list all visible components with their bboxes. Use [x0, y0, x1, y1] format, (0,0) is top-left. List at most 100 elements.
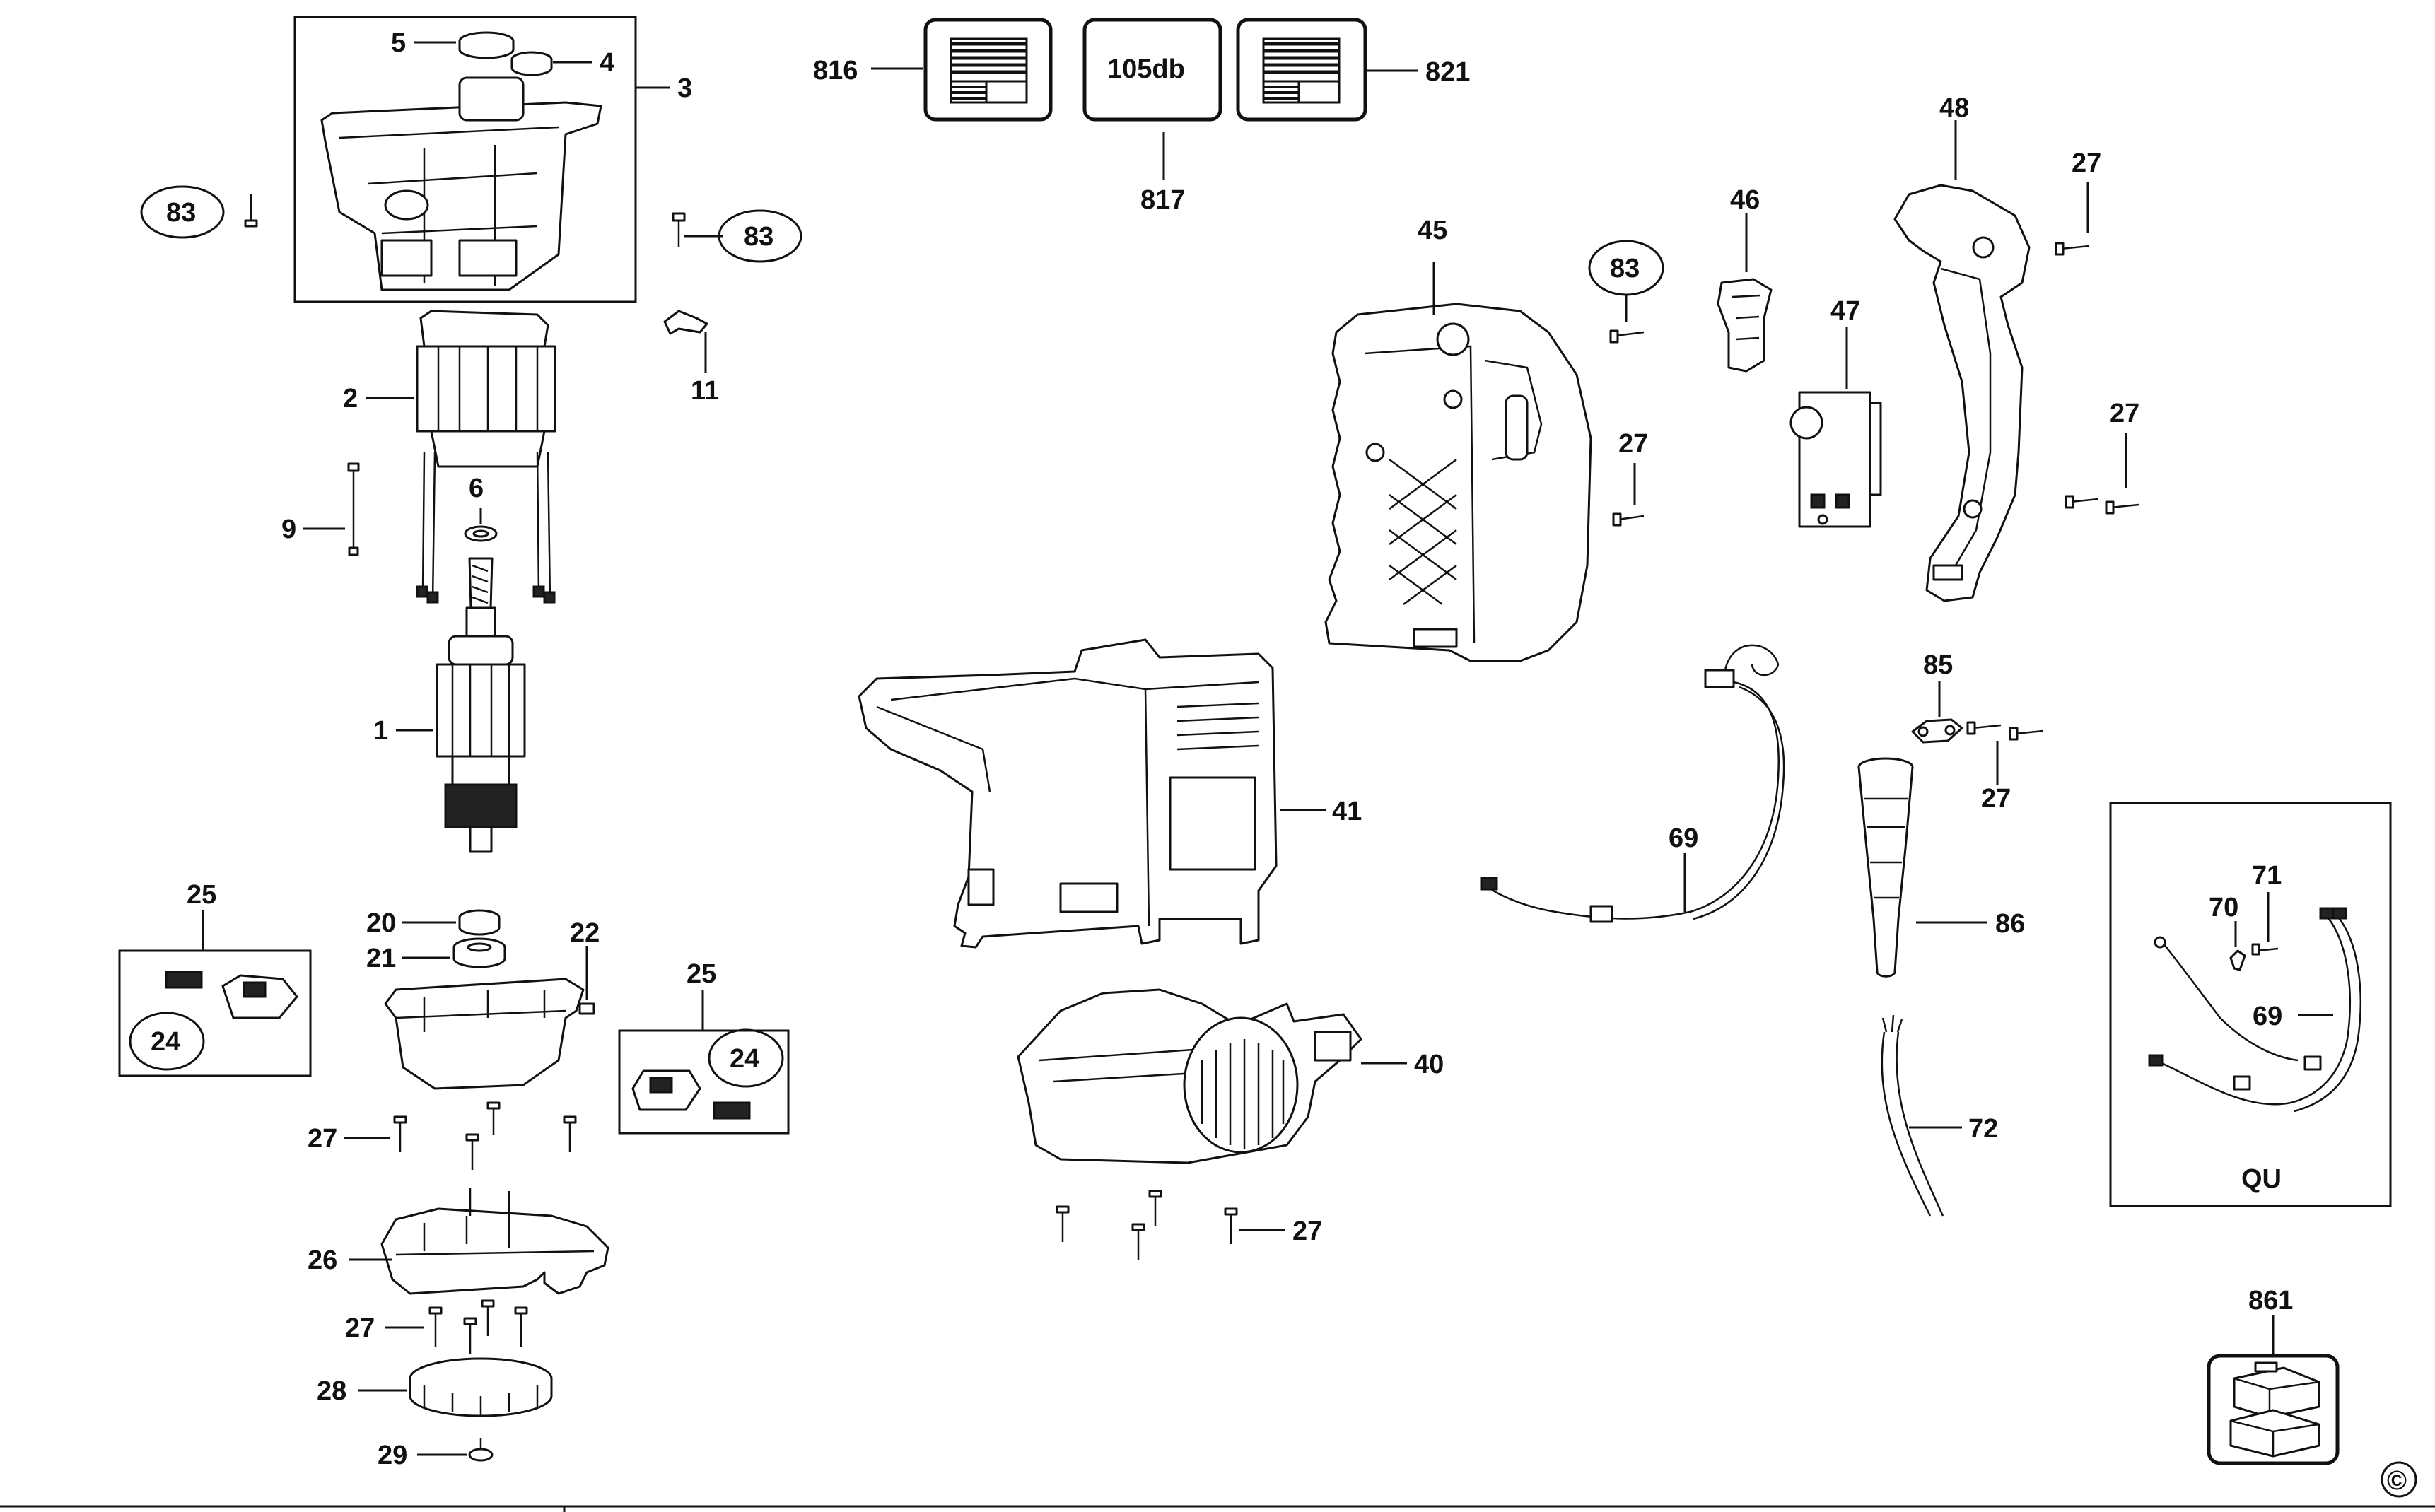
callout-26: 26 — [308, 1246, 337, 1275]
part-83-screw-right — [672, 212, 686, 247]
callout-6: 6 — [469, 474, 484, 503]
copyright-circle — [2381, 1461, 2417, 1498]
callout-861: 861 — [2248, 1286, 2293, 1315]
callout-25-left: 25 — [187, 880, 216, 910]
callout-817: 817 — [1140, 185, 1185, 215]
qu-kit-wiring — [2148, 907, 2361, 1113]
callout-40: 40 — [1414, 1050, 1444, 1079]
part-28-ring — [409, 1357, 553, 1417]
circle-24-right — [708, 1028, 784, 1088]
callout-27-f: 27 — [1292, 1217, 1322, 1246]
callout-20: 20 — [366, 908, 396, 938]
circle-24-left — [129, 1012, 205, 1071]
part-27-screw-upper-right — [2055, 242, 2090, 256]
callout-72: 72 — [1968, 1114, 1998, 1144]
callout-83-right: 83 — [744, 222, 773, 252]
part-4-bearing — [510, 51, 553, 76]
copyright-mark: © — [2387, 1466, 2407, 1496]
callout-48: 48 — [1939, 93, 1969, 123]
part-29-screw — [468, 1438, 494, 1462]
part-25-brush-holder-right — [631, 1069, 751, 1120]
callout-71: 71 — [2252, 861, 2282, 891]
callout-85: 85 — [1923, 650, 1953, 680]
part-2-stator — [416, 310, 556, 604]
callout-816: 816 — [813, 56, 858, 86]
part-46-trigger — [1717, 278, 1773, 373]
callout-24-left: 24 — [151, 1027, 180, 1057]
callout-45: 45 — [1418, 216, 1447, 245]
part-27-screws-clamp — [1966, 721, 2044, 741]
part-22-brush-ring — [384, 978, 595, 1090]
part-816-label-art — [950, 37, 1028, 104]
qu-kit-frame — [2109, 802, 2392, 1207]
callout-27-a: 27 — [308, 1124, 337, 1154]
callout-41: 41 — [1332, 797, 1362, 826]
noise-label-text: 105db — [1107, 54, 1185, 84]
callout-4: 4 — [600, 48, 614, 78]
part-27-screws-row3 — [1056, 1190, 1238, 1260]
part-27-screws-row2 — [428, 1299, 528, 1354]
callout-47: 47 — [1830, 296, 1860, 326]
qu-kit-label: QU — [2241, 1164, 2282, 1194]
part-83-screw-left — [244, 194, 258, 228]
part-47-switch — [1789, 391, 1882, 528]
part-72-cable — [1881, 1014, 1944, 1217]
part-83-screw-mid — [1609, 329, 1645, 344]
part-45-housing — [1324, 303, 1592, 662]
callout-69-main: 69 — [1669, 824, 1698, 853]
callout-25-right: 25 — [687, 959, 716, 989]
part-25-frame-left — [118, 949, 312, 1077]
callout-27-g: 27 — [1981, 784, 2011, 814]
part-85-clamp — [1911, 718, 1963, 744]
callout-69-qu: 69 — [2253, 1002, 2282, 1031]
part-11-clip — [663, 310, 708, 335]
callout-2: 2 — [343, 384, 358, 414]
part-817-label — [1082, 18, 1222, 122]
part-48-handle-half — [1893, 184, 2031, 602]
callout-27-b: 27 — [345, 1313, 375, 1343]
part-27-screws-right-pair — [2065, 495, 2139, 515]
part-27-screws-row1 — [393, 1101, 577, 1170]
part-27-screw-mid — [1612, 512, 1645, 527]
part-821-label-art — [1262, 37, 1341, 104]
callout-83-left: 83 — [166, 198, 196, 228]
part-25-brush-holder-left — [165, 971, 298, 1019]
callout-27-c: 27 — [1618, 429, 1648, 459]
circle-83-right — [718, 209, 802, 263]
callout-3: 3 — [677, 74, 692, 103]
part-41-main-housing — [858, 638, 1278, 949]
callout-9: 9 — [281, 515, 296, 544]
part-5-bearing — [458, 31, 515, 59]
part-40-bottom-cover — [1017, 988, 1362, 1164]
callout-821: 821 — [1425, 57, 1470, 87]
callout-86: 86 — [1995, 909, 2025, 939]
part-9-screw — [347, 462, 360, 556]
circle-83-left — [140, 185, 225, 239]
part-26-brush-plate — [380, 1188, 609, 1295]
part-3-gear-housing — [320, 76, 602, 291]
part-20-bearing — [458, 909, 501, 936]
callout-5: 5 — [391, 28, 406, 58]
part-69-wiring — [1480, 644, 1785, 923]
callout-22: 22 — [570, 918, 600, 948]
part-71-screw — [2251, 943, 2279, 956]
callout-27-d: 27 — [2072, 148, 2101, 178]
callout-21: 21 — [366, 944, 396, 973]
part-1-armature — [436, 557, 526, 853]
part-21-bearing — [452, 937, 506, 968]
part-86-cord-protector — [1857, 757, 1914, 978]
callout-83-mid: 83 — [1610, 254, 1640, 283]
part-861-carry-case — [2229, 1361, 2320, 1458]
callout-46: 46 — [1730, 185, 1760, 215]
callout-70: 70 — [2209, 893, 2238, 922]
callout-29: 29 — [378, 1441, 407, 1470]
callout-1: 1 — [373, 716, 388, 746]
part-70-clip — [2229, 949, 2246, 971]
callout-27-e: 27 — [2110, 399, 2139, 428]
callout-28: 28 — [317, 1376, 346, 1406]
part-6-washer — [464, 525, 498, 542]
callout-11: 11 — [691, 376, 719, 406]
part-3-frame — [293, 16, 637, 303]
callout-24-right: 24 — [730, 1044, 759, 1074]
